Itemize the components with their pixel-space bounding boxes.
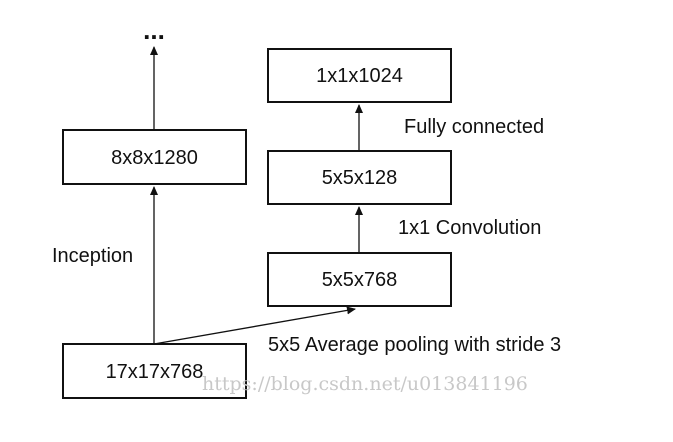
arrow-avg-pool <box>153 306 356 345</box>
node-pool-out: 5x5x768 <box>267 252 452 307</box>
node-input-label: 17x17x768 <box>106 361 204 383</box>
node-inception-out-box <box>62 129 247 185</box>
node-input: 17x17x768 <box>62 343 247 399</box>
node-fc-out-box <box>267 48 452 103</box>
edge-label-fc: Fully connected <box>404 116 544 138</box>
node-input-box <box>62 343 247 399</box>
node-inception-out-label: 8x8x1280 <box>111 147 198 169</box>
edge-label-avg-pool: 5x5 Average pooling with stride 3 <box>268 334 561 356</box>
continuation-ellipsis: ... <box>143 15 165 45</box>
node-pool-out-label: 5x5x768 <box>322 269 398 291</box>
edge-label-conv: 1x1 Convolution <box>398 217 541 239</box>
node-inception-out: 8x8x1280 <box>62 129 247 185</box>
edge-label-inception: Inception <box>52 245 133 267</box>
node-conv-out-box <box>267 150 452 205</box>
watermark-text: https://blog.csdn.net/u013841196 <box>202 373 528 395</box>
node-conv-out: 5x5x128 <box>267 150 452 205</box>
node-fc-out-label: 1x1x1024 <box>316 65 403 87</box>
node-pool-out-box <box>267 252 452 307</box>
node-fc-out: 1x1x1024 <box>267 48 452 103</box>
node-conv-out-label: 5x5x128 <box>322 167 398 189</box>
